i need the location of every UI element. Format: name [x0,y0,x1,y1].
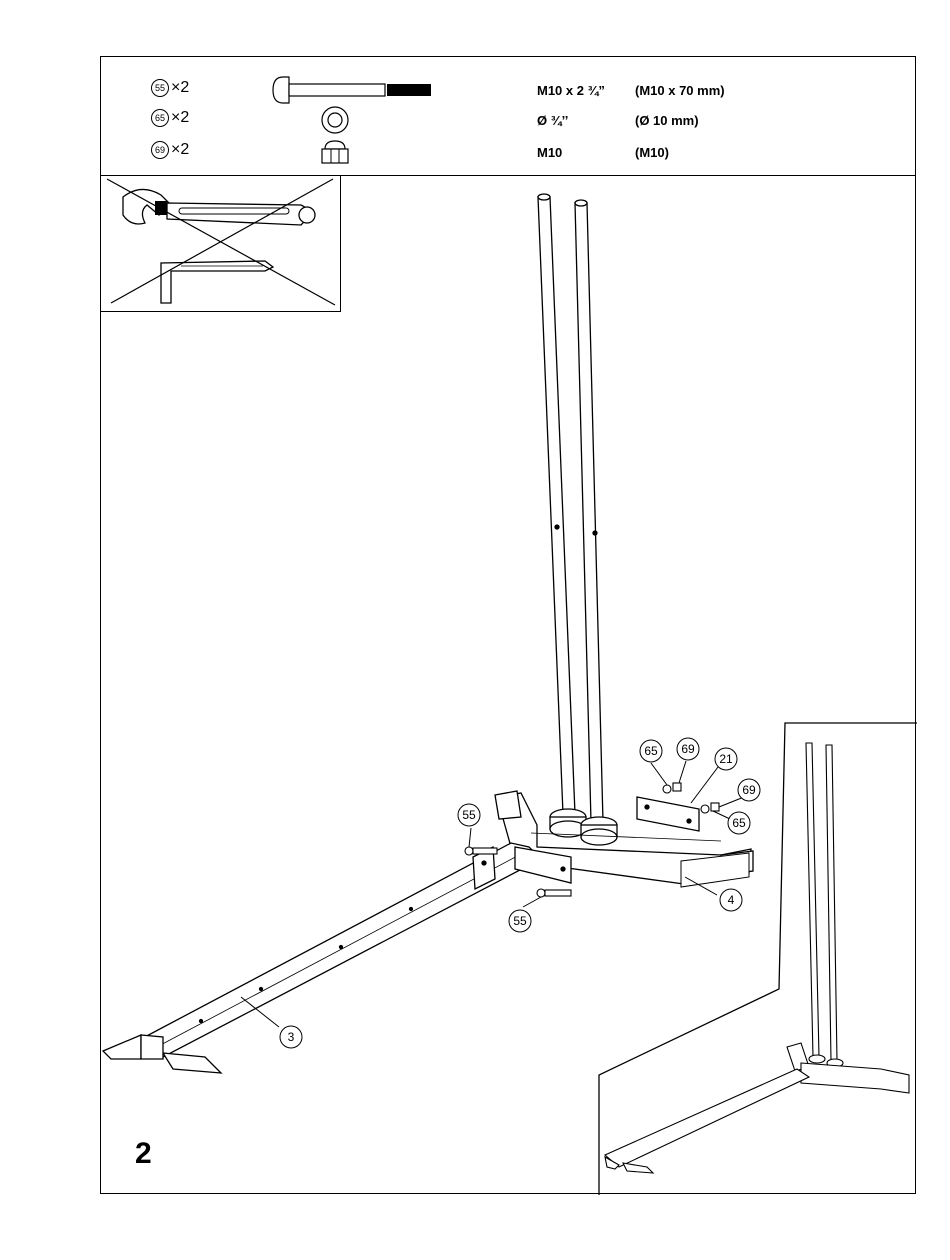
step-number: 2 [135,1137,152,1171]
assembly-drawing: 65 69 21 69 65 55 55 4 [101,57,917,1195]
svg-text:69: 69 [681,742,695,756]
svg-text:55: 55 [513,914,527,928]
svg-text:65: 65 [732,816,746,830]
svg-text:21: 21 [719,752,733,766]
svg-text:69: 69 [742,783,756,797]
upright-tubes [538,194,603,822]
callout-leaders [241,761,744,1027]
callout-3: 3 [280,1026,302,1048]
instruction-frame: 55 ×2 M10 x 2 ¾” (M10 x 70 mm) 65 ×2 Ø ¾… [100,56,916,1194]
callout-65-top: 65 [640,740,662,762]
rail-foot [103,1035,221,1073]
callout-55-top: 55 [458,804,480,826]
plate-part-21 [637,797,699,831]
callout-69-right: 69 [738,779,760,801]
callout-65-right: 65 [728,812,750,834]
svg-text:65: 65 [644,744,658,758]
svg-text:4: 4 [728,893,735,907]
callout-4: 4 [720,889,742,911]
svg-text:55: 55 [462,808,476,822]
callout-69-top: 69 [677,738,699,760]
callout-55-bottom: 55 [509,910,531,932]
svg-text:3: 3 [288,1030,295,1044]
upright-base-collars [550,809,617,845]
callout-21: 21 [715,748,737,770]
